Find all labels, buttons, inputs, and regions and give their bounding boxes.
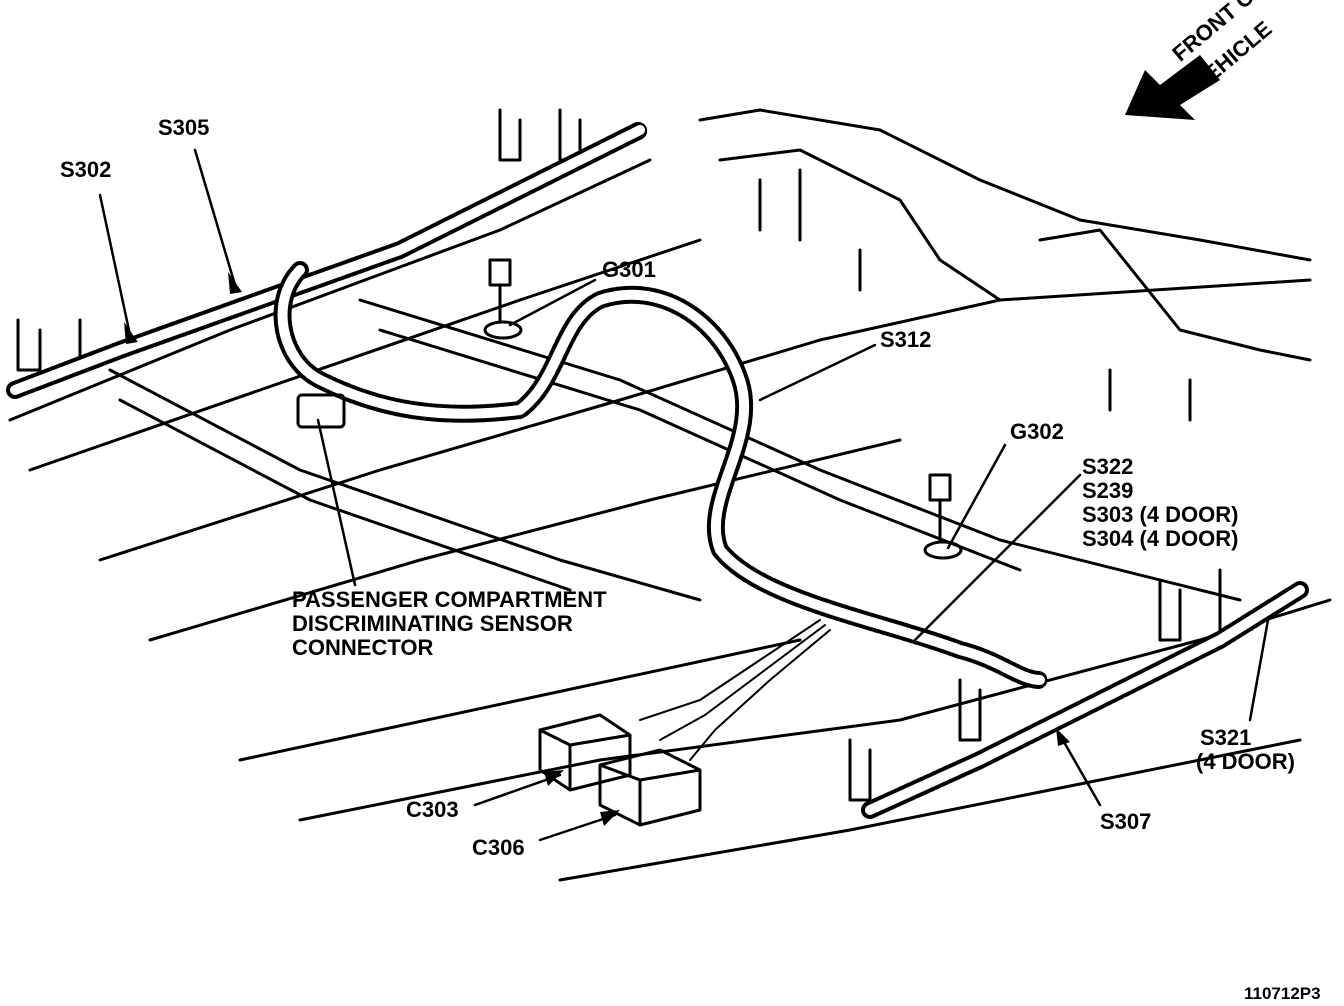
leader-g302	[946, 443, 1007, 550]
label-s239: S239	[1082, 478, 1134, 503]
figure-id: 110712P3	[1244, 984, 1321, 1003]
cross-member	[358, 298, 1242, 602]
label-s302: S302	[60, 157, 112, 182]
sensor-connector	[296, 393, 346, 429]
leader-s312	[758, 343, 877, 402]
label-g302: G302	[1010, 419, 1064, 444]
seat-outline	[1038, 228, 1312, 362]
label-s321-line2: (4 DOOR)	[1196, 749, 1295, 774]
cross-member	[378, 328, 1022, 572]
leader-g301	[508, 278, 597, 327]
cross-member	[118, 398, 572, 592]
label-s307: S307	[1100, 809, 1152, 834]
arrowhead-s302	[124, 322, 138, 344]
leader-s322-group	[913, 473, 1082, 642]
label-s303: S303 (4 DOOR)	[1082, 502, 1239, 527]
arrowhead-s305	[228, 272, 242, 294]
harness-center	[277, 265, 1045, 685]
connector-c306	[598, 748, 702, 827]
label-sensor-line1: PASSENGER COMPARTMENT	[292, 587, 607, 612]
seat-outline	[718, 148, 1002, 302]
leader-s305	[193, 148, 237, 287]
label-sensor-line3: CONNECTOR	[292, 635, 434, 660]
cross-member	[108, 368, 702, 602]
arrowhead-c303	[544, 770, 564, 786]
seat-outline	[758, 168, 1192, 422]
bracket	[848, 568, 1242, 802]
label-s305: S305	[158, 115, 210, 140]
branch-wires	[639, 619, 831, 761]
label-g301: G301	[602, 257, 656, 282]
label-s321-line1: S321	[1200, 725, 1252, 750]
bracket	[16, 108, 582, 372]
leader-s307	[1058, 733, 1102, 807]
label-s304: S304 (4 DOOR)	[1082, 526, 1239, 551]
floor-pan-edge	[558, 738, 1302, 882]
ground-bolt-g301	[483, 258, 523, 340]
label-s312: S312	[880, 327, 932, 352]
front-arrow-icon	[1125, 55, 1220, 120]
ground-bolt-g302	[923, 473, 963, 560]
label-c306: C306	[472, 835, 525, 860]
harness-left	[10, 125, 645, 395]
leader-s321	[1248, 618, 1270, 722]
floor-pan-edge	[28, 238, 702, 472]
leader-c303	[473, 773, 562, 807]
arrowhead-c306	[600, 810, 620, 826]
arrowhead-s307	[1056, 728, 1070, 746]
label-s322: S322	[1082, 454, 1134, 479]
leader-s302	[98, 193, 132, 337]
seat-outline	[698, 108, 1312, 262]
floor-pan-edge	[238, 638, 802, 762]
label-sensor-line2: DISCRIMINATING SENSOR	[292, 611, 573, 636]
harness-right	[865, 585, 1305, 815]
label-c303: C303	[406, 797, 459, 822]
leader-sensor	[316, 418, 357, 587]
